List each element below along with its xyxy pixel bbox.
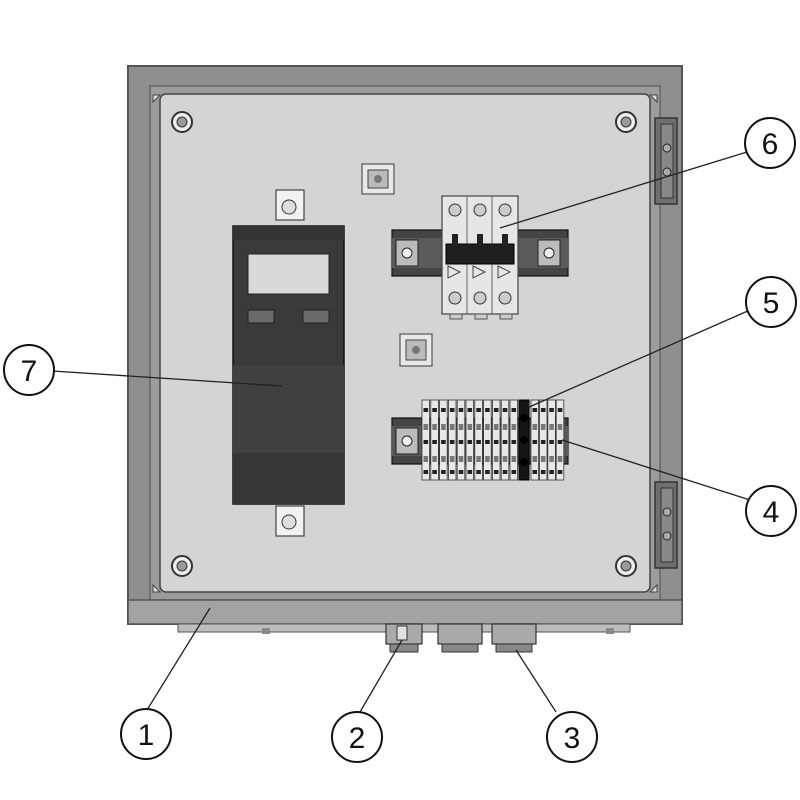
plate-screw bbox=[171, 555, 193, 577]
leader-line-5 bbox=[526, 309, 751, 409]
terminal-module bbox=[456, 399, 466, 481]
terminal-module bbox=[447, 399, 457, 481]
leader-line-1 bbox=[146, 607, 211, 711]
door-hinge-top bbox=[654, 117, 678, 205]
breaker-terminal-screw bbox=[448, 203, 512, 305]
cable-clip bbox=[399, 333, 433, 367]
plate-screw bbox=[615, 111, 637, 133]
terminal-module bbox=[483, 399, 492, 481]
terminal-module bbox=[491, 399, 501, 481]
callout-2: 2 bbox=[331, 711, 383, 763]
door-hinge-bottom bbox=[654, 481, 678, 569]
terminal-module bbox=[439, 399, 448, 481]
rail-end-stop bbox=[395, 427, 419, 455]
cable-gland bbox=[491, 623, 537, 653]
callout-label-3: 3 bbox=[564, 722, 581, 755]
callout-label-6: 6 bbox=[762, 128, 779, 161]
terminal-separator-plate bbox=[518, 399, 530, 481]
drive-unit bbox=[232, 189, 345, 537]
drive-key bbox=[302, 309, 330, 324]
terminal-module bbox=[539, 399, 548, 481]
leader-line-6 bbox=[499, 151, 748, 229]
callout-label-1: 1 bbox=[138, 719, 155, 752]
enclosure-bottom-lip bbox=[127, 599, 683, 625]
corner-mark bbox=[152, 94, 162, 104]
corner-mark bbox=[152, 583, 162, 593]
leader-line-3 bbox=[515, 649, 557, 713]
terminal-module bbox=[509, 399, 518, 481]
callout-1: 1 bbox=[120, 708, 172, 760]
terminal-module bbox=[530, 399, 539, 481]
callout-label-5: 5 bbox=[763, 287, 780, 320]
plate-screw bbox=[171, 111, 193, 133]
breaker-handle-bar bbox=[445, 243, 515, 265]
callout-label-2: 2 bbox=[349, 722, 366, 755]
terminal-block-strip bbox=[421, 399, 565, 481]
callout-3: 3 bbox=[546, 711, 598, 763]
terminal-module bbox=[500, 399, 510, 481]
drive-display bbox=[247, 253, 330, 295]
plate-screw bbox=[615, 555, 637, 577]
rail-end-stop bbox=[537, 239, 561, 267]
circuit-breaker bbox=[441, 195, 519, 320]
leader-line-2 bbox=[359, 639, 403, 713]
callout-5: 5 bbox=[745, 276, 797, 328]
callout-4: 4 bbox=[745, 485, 797, 537]
callout-label-4: 4 bbox=[763, 496, 780, 529]
leader-line-7 bbox=[51, 370, 283, 387]
corner-mark bbox=[648, 583, 658, 593]
drive-key bbox=[247, 309, 275, 324]
callout-label-7: 7 bbox=[21, 355, 38, 388]
rail-end-stop bbox=[395, 239, 419, 267]
terminal-module bbox=[421, 399, 430, 481]
cable-gland bbox=[385, 623, 423, 653]
leader-line-4 bbox=[561, 439, 751, 501]
terminal-module bbox=[430, 399, 439, 481]
leader-lines bbox=[51, 151, 751, 713]
callout-6: 6 bbox=[744, 117, 796, 169]
corner-mark bbox=[648, 94, 658, 104]
terminal-module bbox=[547, 399, 556, 481]
cable-gland bbox=[437, 623, 483, 653]
callout-7: 7 bbox=[3, 344, 55, 396]
terminal-module bbox=[474, 399, 483, 481]
cable-clip bbox=[361, 163, 395, 195]
terminal-module bbox=[465, 399, 474, 481]
